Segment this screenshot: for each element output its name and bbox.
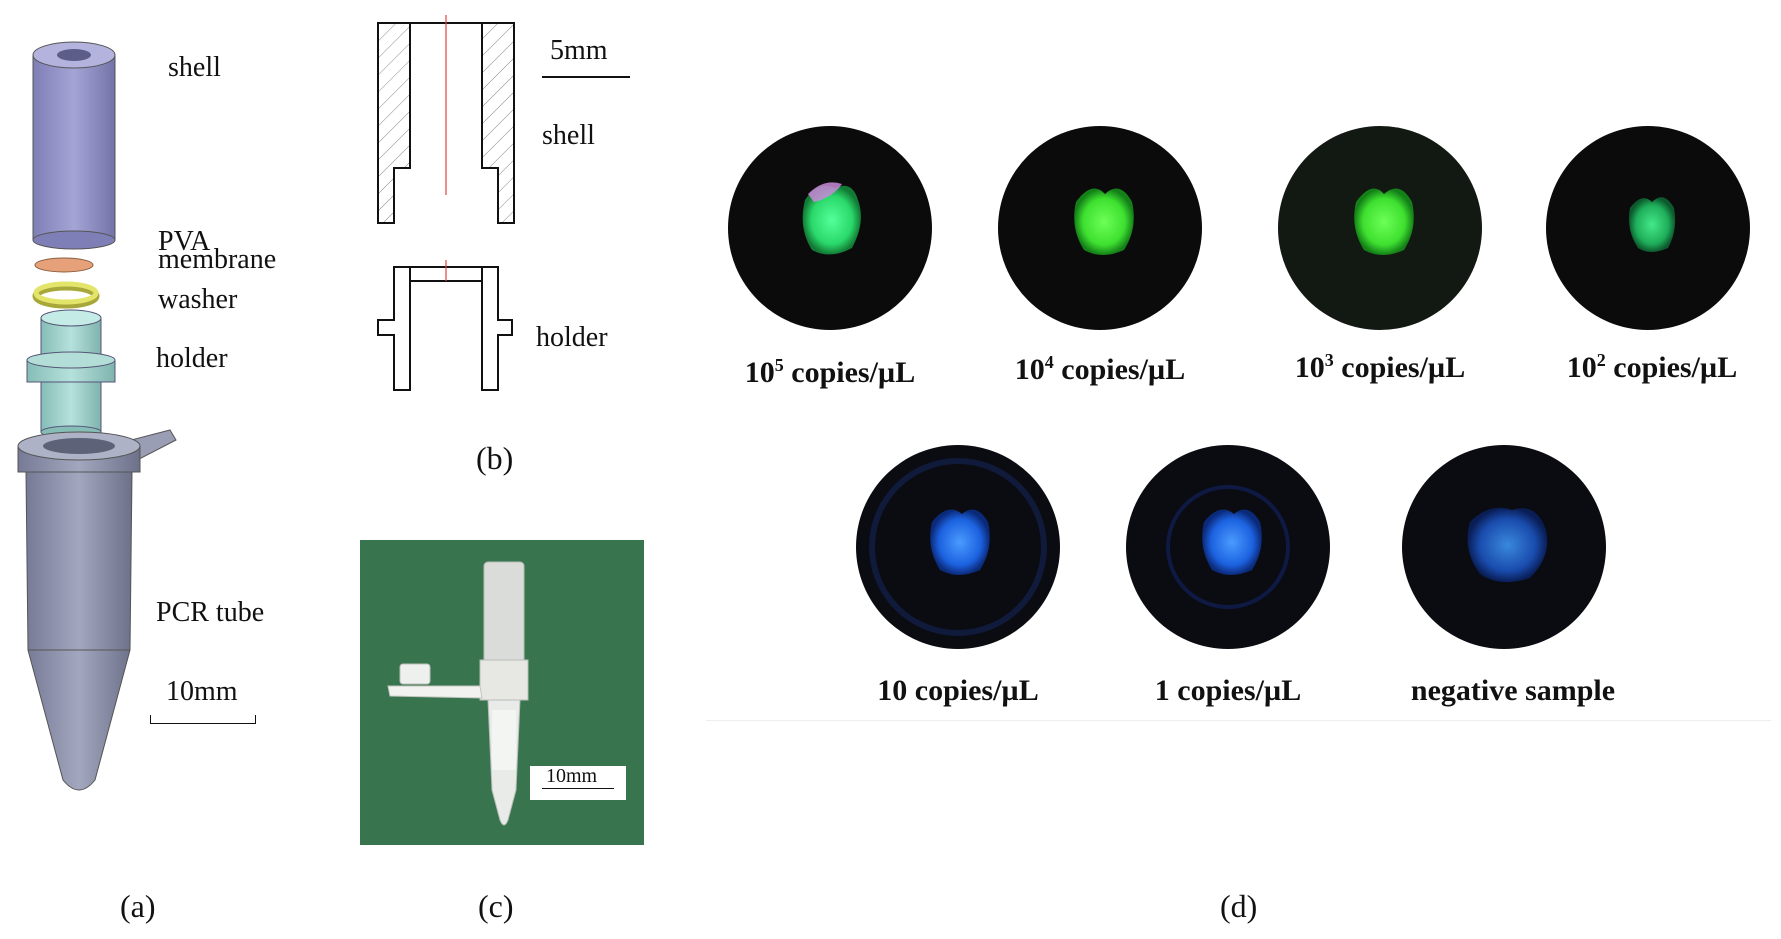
well-1-base: 10 (744, 356, 775, 389)
well-1-exponent: 5 (774, 355, 784, 375)
section-holder-label: holder (536, 322, 608, 353)
well-1 (728, 126, 932, 330)
holder-part (26, 309, 116, 439)
scale-bar-a (150, 715, 256, 724)
shell-section (377, 15, 515, 224)
well-2-caption: 104 copies/µL (1000, 352, 1200, 387)
panel-letter-d: (d) (1220, 888, 1258, 924)
scale-bar-b (542, 76, 630, 78)
well-2 (998, 126, 1202, 330)
scale-label-a: 10mm (166, 676, 238, 707)
holder-section (377, 260, 513, 391)
well-7 (1402, 445, 1606, 649)
well-1-caption: 105 copies/µL (730, 355, 930, 390)
scale-bar-c (542, 788, 614, 789)
wells-area (706, 130, 1771, 721)
photo-scale-box (530, 766, 626, 800)
well-5-caption: 10 copies/µL (877, 674, 1039, 707)
well-4-base: 10 (1566, 351, 1597, 384)
panel-letter-a: (a) (120, 888, 156, 924)
section-shell-label: shell (542, 120, 595, 151)
well-4-caption: 102 copies/µL (1552, 350, 1752, 385)
holder-label: holder (156, 343, 228, 374)
well-3-caption: 103 copies/µL (1280, 350, 1480, 385)
cross-section-drawing (377, 15, 515, 391)
well-5 (856, 445, 1060, 649)
well-6 (1126, 445, 1330, 649)
pva-label: PVA (158, 226, 211, 257)
exploded-assembly-drawing (17, 41, 177, 791)
pcr-tube-label: PCR tube (156, 597, 265, 628)
well-4 (1546, 126, 1750, 330)
pcr-tube-part (17, 429, 177, 791)
membrane-label: membrane (158, 244, 277, 275)
panel-letter-c: (c) (478, 888, 514, 924)
panel-letter-b: (b) (476, 440, 514, 476)
well-2-unit: copies/µL (1053, 353, 1186, 386)
well-6-caption: 1 copies/µL (1154, 674, 1302, 707)
well-2-base: 10 (1014, 353, 1045, 386)
scale-label-c: 10mm (546, 765, 598, 787)
well-3 (1278, 126, 1482, 330)
well-3-exponent: 3 (1324, 350, 1334, 370)
well-7-caption: negative sample (1410, 674, 1616, 707)
well-4-unit: copies/µL (1605, 351, 1738, 384)
well-3-unit: copies/µL (1333, 351, 1466, 384)
pva-membrane-part (34, 257, 94, 273)
shell-label: shell (168, 52, 221, 83)
washer-label: washer (158, 284, 238, 315)
scale-label-b: 5mm (550, 35, 608, 66)
washer-part (32, 281, 100, 309)
well-4-exponent: 2 (1596, 350, 1606, 370)
shell-part (32, 41, 116, 250)
fluorescence-wells (728, 126, 1750, 649)
well-2-exponent: 4 (1044, 352, 1054, 372)
well-1-unit: copies/µL (783, 356, 916, 389)
well-3-base: 10 (1294, 351, 1325, 384)
